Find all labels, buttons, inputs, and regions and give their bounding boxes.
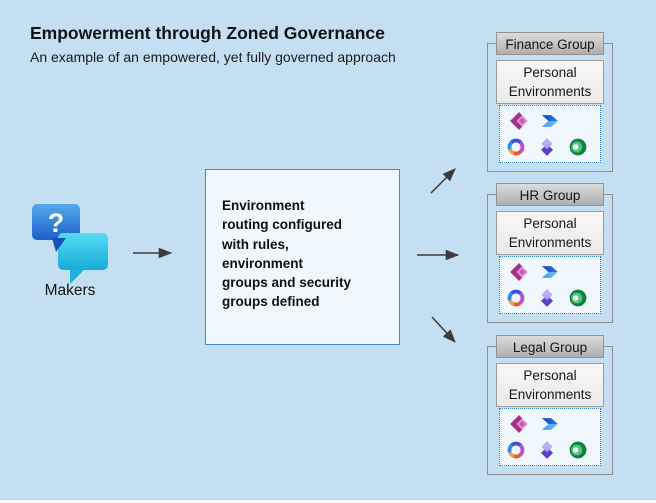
personal-environments-label: Personal Environments <box>496 60 604 104</box>
question-bubble <box>32 204 80 240</box>
dataverse-icon <box>569 138 587 156</box>
page-title: Empowerment through Zoned Governance <box>30 23 385 43</box>
dataverse-icon <box>569 441 587 459</box>
personal-environments-zone <box>499 256 601 314</box>
hr-group-box: HR Group Personal Environments <box>487 183 613 323</box>
hr-group-label: HR Group <box>496 183 604 206</box>
power-automate-icon <box>541 418 558 430</box>
copilot-icon <box>507 441 525 459</box>
chat-bubble <box>58 233 108 270</box>
power-automate-icon <box>541 266 558 278</box>
arrow-box-to-finance <box>430 168 456 194</box>
copilot-icon <box>507 289 525 307</box>
chat-bubbles-question-icon: ? <box>32 204 108 284</box>
routing-line: Environment <box>222 198 305 213</box>
arrow-box-to-legal <box>431 316 456 343</box>
environment-routing-box: Environment routing configured with rule… <box>205 169 400 345</box>
personal-environments-label: Personal Environments <box>496 363 604 407</box>
power-apps-icon <box>510 415 528 433</box>
routing-line: routing configured <box>222 217 342 233</box>
power-pages-icon <box>541 441 553 459</box>
routing-line: environment <box>222 255 304 271</box>
personal-environments-zone <box>499 408 601 466</box>
routing-line: groups defined <box>222 294 320 310</box>
chat-bubble-tail <box>70 268 86 284</box>
routing-line: with rules, <box>222 236 289 252</box>
environment-routing-text: Environment routing configured with rule… <box>206 170 399 312</box>
personal-environments-zone <box>499 105 601 163</box>
power-automate-icon <box>541 115 558 127</box>
question-mark: ? <box>48 208 65 238</box>
power-apps-icon <box>510 112 528 130</box>
finance-group-box: Finance Group Personal Environments <box>487 32 613 172</box>
power-pages-icon <box>541 289 553 307</box>
page-subtitle: An example of an empowered, yet fully go… <box>30 49 396 65</box>
question-bubble-tail <box>52 238 66 252</box>
icon-row <box>506 288 600 308</box>
power-apps-icon <box>510 263 528 281</box>
personal-environments-label: Personal Environments <box>496 211 604 255</box>
icon-row <box>506 440 600 460</box>
makers-figure: ? <box>28 198 112 293</box>
icon-row <box>509 111 600 131</box>
legal-group-label: Legal Group <box>496 335 604 358</box>
power-pages-icon <box>541 138 553 156</box>
legal-group-box: Legal Group Personal Environments <box>487 335 613 475</box>
copilot-icon <box>507 138 525 156</box>
icon-row <box>509 414 600 434</box>
routing-line: groups and security <box>222 275 352 291</box>
makers-label: Makers <box>44 282 96 299</box>
icon-row <box>506 137 600 157</box>
dataverse-icon <box>569 289 587 307</box>
finance-group-label: Finance Group <box>496 32 604 55</box>
icon-row <box>509 262 600 282</box>
